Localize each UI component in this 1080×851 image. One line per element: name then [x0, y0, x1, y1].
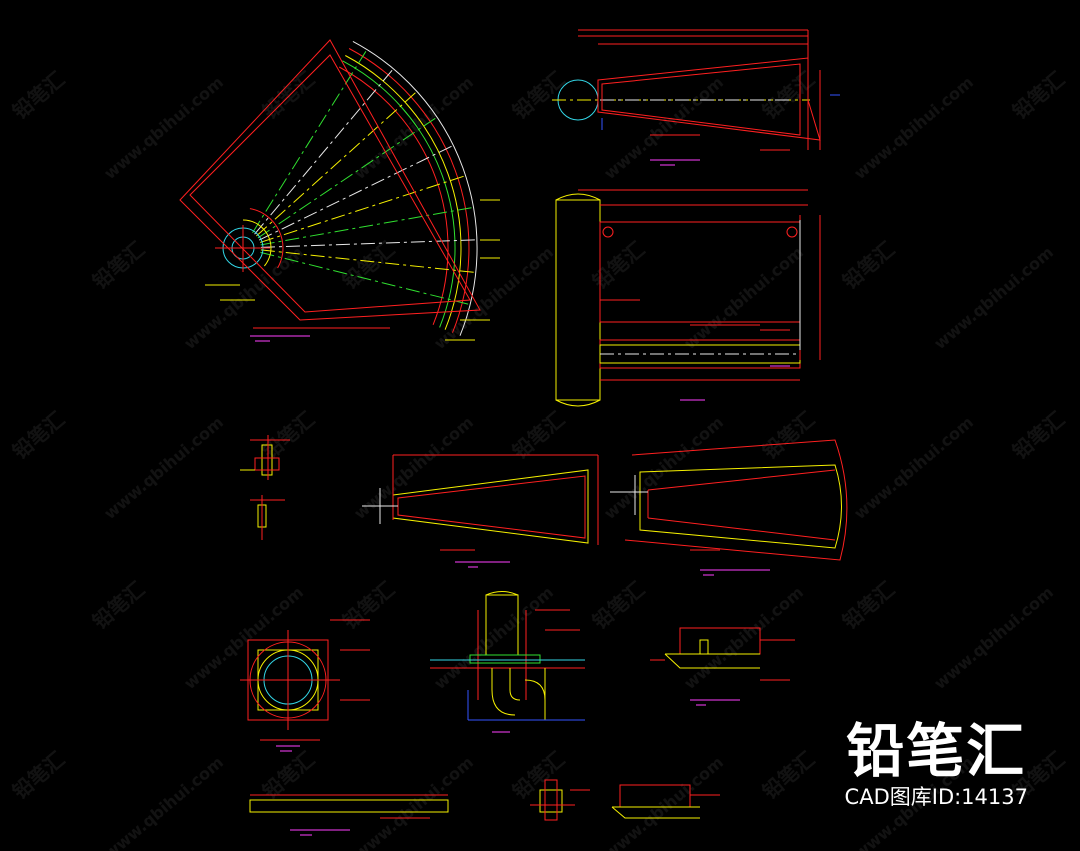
stair-tread-line	[254, 69, 393, 235]
watermark-url: www.qbihui.com	[600, 73, 727, 184]
stair-tread-line	[257, 117, 436, 239]
watermark-url: www.qbihui.com	[100, 413, 227, 524]
watermark-url: www.qbihui.com	[100, 753, 227, 851]
watermark-tile: 铅笔汇	[588, 237, 649, 294]
watermark-tile: 铅笔汇	[338, 237, 399, 294]
stair-outer-arc	[338, 66, 449, 325]
brand-caption: CAD图库ID:14137	[844, 785, 1028, 809]
column-footing-section	[430, 591, 585, 733]
anchor-detail-small	[240, 435, 290, 540]
watermark-tile: 铅笔汇	[88, 237, 149, 294]
watermark-tile: 铅笔汇	[758, 407, 819, 464]
watermark-url: www.qbihui.com	[100, 73, 227, 184]
column-base-plate	[240, 619, 370, 752]
edge-detail-small	[611, 784, 720, 819]
watermark-url: www.qbihui.com	[930, 243, 1057, 354]
watermark-url: www.qbihui.com	[350, 753, 477, 851]
watermark-tile: 铅笔汇	[88, 577, 149, 634]
watermark-url: www.qbihui.com	[600, 753, 727, 851]
inner-support-arc	[242, 219, 272, 267]
stair-outer-arc	[352, 40, 478, 336]
stair-tread-line	[256, 92, 416, 237]
watermark-tile: 铅笔汇	[8, 747, 69, 804]
watermark-tile: 铅笔汇	[838, 237, 899, 294]
stair-tread-line	[260, 249, 474, 273]
bolt-detail-small	[530, 779, 590, 821]
watermark-url: www.qbihui.com	[930, 583, 1057, 694]
stair-tread-line	[260, 207, 472, 246]
section-elevation-detail	[555, 189, 821, 407]
stair-tread-line	[258, 145, 452, 241]
stair-tread-line	[260, 239, 475, 248]
curved-tapered-tread	[610, 439, 848, 576]
watermark-url: www.qbihui.com	[850, 413, 977, 524]
watermark-url: www.qbihui.com	[680, 243, 807, 354]
brand-watermark: 铅笔汇 CAD图库ID:14137	[845, 718, 1028, 810]
watermark-url: www.qbihui.com	[600, 413, 727, 524]
watermark-url: www.qbihui.com	[430, 583, 557, 694]
stair-outer-arc	[345, 55, 462, 330]
inner-landing-arc	[249, 208, 284, 269]
watermark-tile: 铅笔汇	[1008, 67, 1069, 124]
watermark-url: www.qbihui.com	[350, 73, 477, 184]
watermark-tile: 铅笔汇	[1008, 407, 1069, 464]
brand-name: 铅笔汇	[846, 717, 1027, 785]
handrail-strip-plate	[249, 794, 449, 836]
watermark-tile: 铅笔汇	[8, 407, 69, 464]
watermark-tile: 铅笔汇	[258, 407, 319, 464]
watermark-tile: 铅笔汇	[338, 577, 399, 634]
watermark-tile: 铅笔汇	[758, 747, 819, 804]
watermark-tile: 铅笔汇	[8, 67, 69, 124]
stair-tread-line	[252, 51, 367, 234]
tapered-tread-plate	[362, 454, 599, 568]
stair-outer-arc	[342, 60, 456, 328]
tread-nosing-section	[650, 627, 795, 706]
spiral-stair-plan	[179, 39, 500, 342]
tread-plan-detail	[552, 29, 840, 166]
stair-tread-line	[259, 175, 464, 243]
plan-dimension-ticks	[205, 199, 500, 341]
watermark-tile: 铅笔汇	[588, 577, 649, 634]
watermark-url: www.qbihui.com	[680, 583, 807, 694]
stair-tread-line	[260, 251, 469, 305]
watermark-tile: 铅笔汇	[508, 67, 569, 124]
watermark-tile: 铅笔汇	[508, 747, 569, 804]
watermark-tile: 铅笔汇	[838, 577, 899, 634]
watermark-url: www.qbihui.com	[850, 73, 977, 184]
watermark-tile: 铅笔汇	[758, 67, 819, 124]
